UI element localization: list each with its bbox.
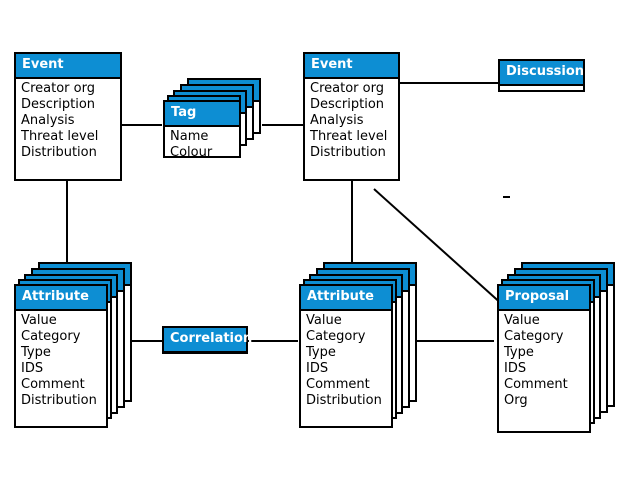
entity-card-proposal[interactable]: Proposal Value Category Type IDS Comment… <box>497 284 591 433</box>
entity-field: Category <box>306 329 366 344</box>
entity-field: IDS <box>504 361 527 376</box>
entity-fields-tag: Name Colour <box>165 127 239 165</box>
connector-tag-to-event-right <box>262 124 304 126</box>
entity-field: Type <box>504 345 534 360</box>
entity-field: Analysis <box>21 113 75 128</box>
connector-event-right-to-discussion <box>400 82 498 84</box>
entity-field: Category <box>504 329 564 344</box>
entity-fields-proposal: Value Category Type IDS Comment Org <box>499 311 589 413</box>
entity-fields-event-right: Creator org Description Analysis Threat … <box>305 79 398 165</box>
entity-field: Distribution <box>310 145 386 160</box>
connector-attribute-left-to-correlation <box>118 340 162 342</box>
entity-stack-attribute-right[interactable]: Attribute Value Category Type IDS Commen… <box>299 262 419 432</box>
entity-title-correlation: Correlation <box>164 328 252 353</box>
entity-title-discussion: Discussion <box>500 61 584 86</box>
entity-field: Type <box>306 345 336 360</box>
connector-event-left-to-tag <box>122 124 162 126</box>
entity-fields-discussion <box>500 86 583 96</box>
entity-field: Distribution <box>21 145 97 160</box>
entity-field: Value <box>21 313 57 328</box>
entity-card-event-left[interactable]: Event Creator org Description Analysis T… <box>14 52 122 181</box>
entity-field: Name <box>170 129 209 144</box>
entity-field: Colour <box>170 145 213 160</box>
entity-stack-proposal[interactable]: Proposal Value Category Type IDS Comment… <box>497 262 622 437</box>
entity-stack-tag[interactable]: Tag Name Colour <box>163 78 263 160</box>
entity-field: Threat level <box>310 129 388 144</box>
connector-event-right-to-attribute-right <box>351 181 353 265</box>
entity-card-attribute-left[interactable]: Attribute Value Category Type IDS Commen… <box>14 284 108 428</box>
entity-card-correlation[interactable]: Correlation <box>162 326 252 354</box>
entity-field: Description <box>310 97 385 112</box>
entity-stack-attribute-left[interactable]: Attribute Value Category Type IDS Commen… <box>14 262 134 432</box>
entity-fields-attribute-right: Value Category Type IDS Comment Distribu… <box>301 311 391 413</box>
connector-attribute-right-to-proposal <box>412 340 494 342</box>
entity-field: Distribution <box>306 393 382 408</box>
connector-event-right-to-proposal <box>373 188 505 307</box>
entity-field: Comment <box>306 377 370 392</box>
entity-field: Description <box>21 97 96 112</box>
entity-title-event-right: Event <box>305 54 398 79</box>
entity-field: Creator org <box>21 81 95 96</box>
entity-field: Comment <box>504 377 568 392</box>
entity-field: IDS <box>21 361 44 376</box>
entity-title-attribute-right: Attribute <box>301 286 391 311</box>
entity-field: Distribution <box>21 393 97 408</box>
entity-field: Value <box>306 313 342 328</box>
entity-title-event-left: Event <box>16 54 120 79</box>
entity-field: Category <box>21 329 81 344</box>
entity-field: Value <box>504 313 540 328</box>
entity-field: Analysis <box>310 113 364 128</box>
entity-title-proposal: Proposal <box>499 286 589 311</box>
entity-field: Creator org <box>310 81 384 96</box>
connector-correlation-to-attribute-right <box>248 340 298 342</box>
entity-card-tag[interactable]: Tag Name Colour <box>163 100 241 160</box>
entity-field: IDS <box>306 361 329 376</box>
entity-field: Threat level <box>21 129 99 144</box>
entity-title-attribute-left: Attribute <box>16 286 106 311</box>
stray-dash-artifact <box>503 196 510 198</box>
entity-field: Comment <box>21 377 85 392</box>
entity-fields-attribute-left: Value Category Type IDS Comment Distribu… <box>16 311 106 413</box>
entity-card-event-right[interactable]: Event Creator org Description Analysis T… <box>303 52 400 181</box>
entity-card-discussion[interactable]: Discussion <box>498 59 585 92</box>
entity-fields-correlation <box>164 353 246 359</box>
connector-event-left-to-attribute-left <box>66 181 68 265</box>
entity-field: Org <box>504 393 528 408</box>
entity-title-tag: Tag <box>165 102 239 127</box>
entity-fields-event-left: Creator org Description Analysis Threat … <box>16 79 120 165</box>
entity-field: Type <box>21 345 51 360</box>
entity-card-attribute-right[interactable]: Attribute Value Category Type IDS Commen… <box>299 284 393 428</box>
